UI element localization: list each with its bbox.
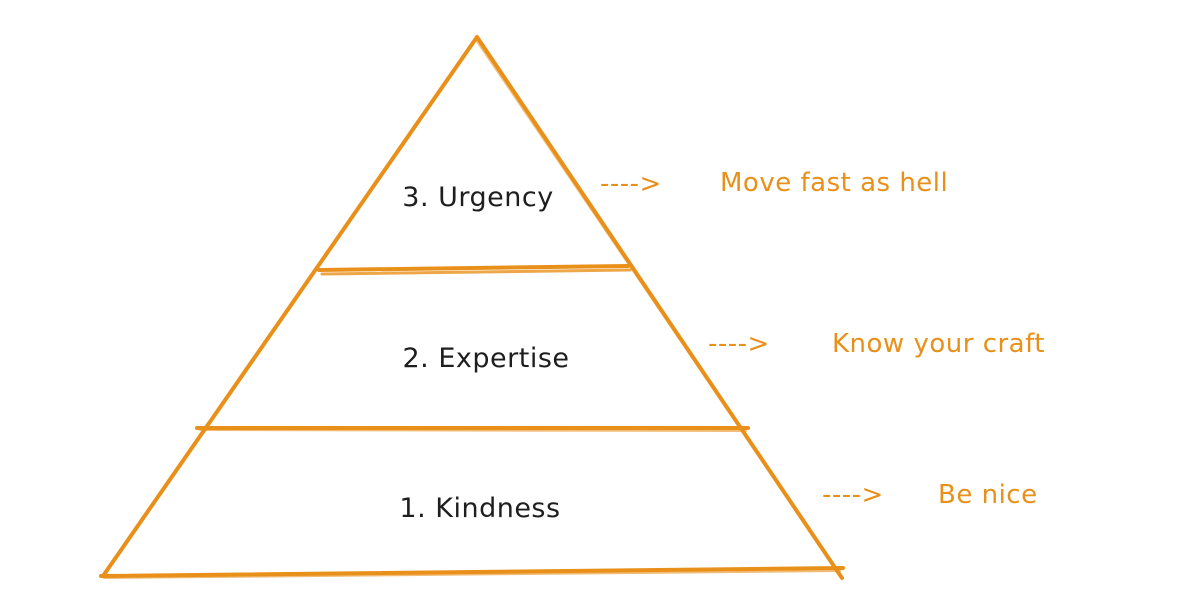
pyramid-base-line [99,566,845,578]
arrow-expertise: ----> [708,329,770,359]
pyramid-base-line-rough [103,570,841,579]
arrow-urgency: ----> [600,169,662,199]
tier-label-kindness: 1. Kindness [399,493,560,524]
arrow-kindness: ----> [822,480,884,510]
divider-kindness-expertise-rough [199,429,747,432]
note-urgency: Move fast as hell [720,168,948,198]
tier-label-expertise: 2. Expertise [403,343,570,374]
note-kindness: Be nice [938,480,1038,510]
divider-expertise-urgency [317,264,630,272]
tier-label-urgency: 3. Urgency [402,182,553,213]
divider-expertise-urgency-rough [320,268,632,276]
pyramid-outline-rough [105,39,839,574]
note-expertise: Know your craft [832,329,1045,359]
